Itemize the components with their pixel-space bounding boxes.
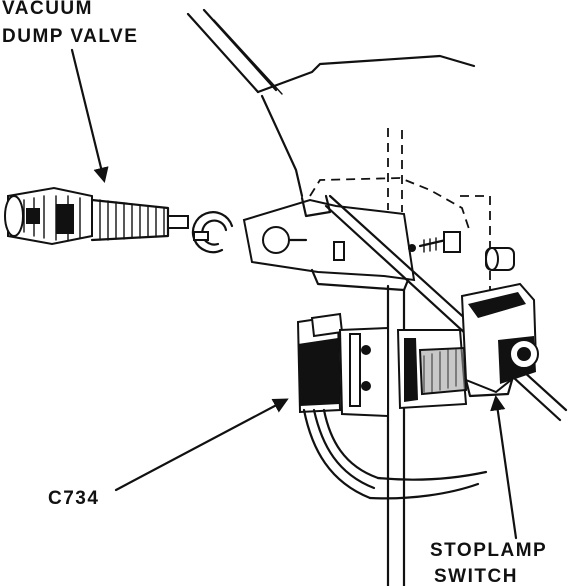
stoplamp-switch-label-line1: STOPLAMP	[430, 540, 547, 561]
stoplamp-switch	[396, 282, 539, 410]
c734-label: C734	[48, 488, 99, 509]
vacuum-dump-valve-label-line2: DUMP VALVE	[2, 26, 138, 47]
brake-pedal-arm	[186, 8, 476, 198]
stoplamp-switch-label-line2: SWITCH	[434, 566, 518, 586]
retaining-clip	[191, 211, 234, 254]
connector-wire-harness	[302, 408, 488, 500]
support-bracket-outline	[309, 128, 491, 300]
stoplamp-switch-leader	[490, 394, 518, 540]
vacuum-dump-valve-leader	[70, 48, 109, 183]
pedal-bracket-plate	[242, 194, 416, 292]
switch-cap	[485, 247, 515, 271]
c734-connector	[296, 312, 389, 418]
vacuum-dump-valve-label-line1: VACUUM	[2, 0, 93, 19]
vacuum-dump-valve	[4, 186, 189, 246]
c734-leader	[114, 398, 289, 492]
mounting-bolt	[408, 231, 461, 253]
